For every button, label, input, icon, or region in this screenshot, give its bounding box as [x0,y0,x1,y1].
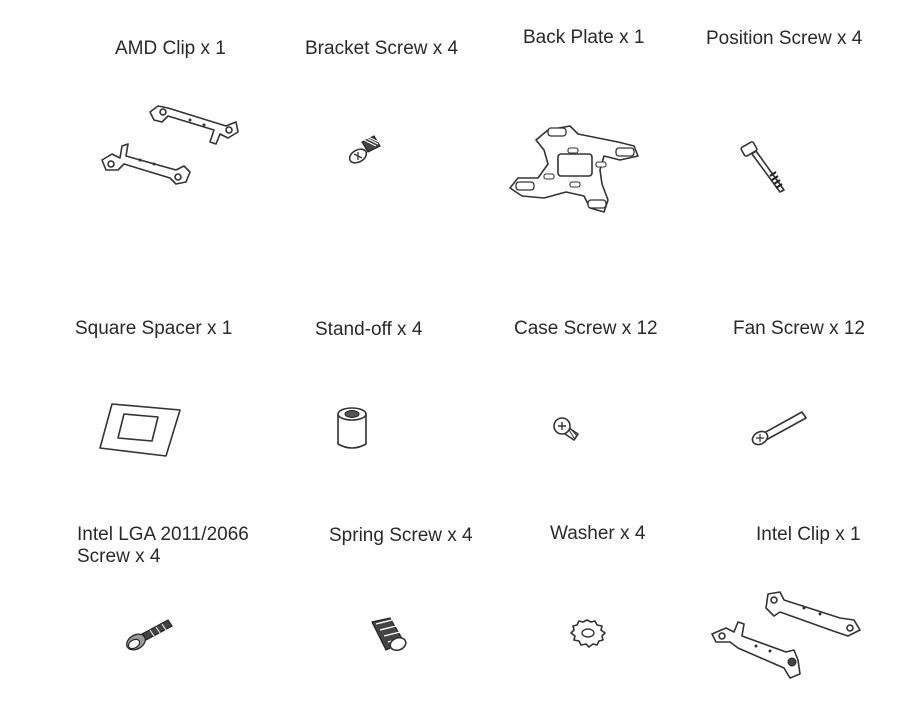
washer-icon [566,616,608,652]
intel-lga-screw-label-line2: Screw x 4 [77,546,161,567]
square-spacer-icon [98,400,182,458]
intel-lga-screw-icon [122,618,174,654]
amd-clip-icon [98,98,243,198]
back-plate-label: Back Plate x 1 [523,27,645,48]
fan-screw-label: Fan Screw x 12 [733,318,865,339]
intel-clip-label: Intel Clip x 1 [756,524,861,545]
washer-label: Washer x 4 [550,523,646,544]
stand-off-icon [334,404,374,452]
case-screw-label: Case Screw x 12 [514,318,658,339]
spring-screw-icon [364,616,408,656]
bracket-screw-icon [346,132,386,168]
back-plate-icon [508,120,643,220]
position-screw-label: Position Screw x 4 [706,28,863,49]
intel-clip-icon [708,590,863,682]
intel-lga-screw-label-line1: Intel LGA 2011/2066 [77,524,249,545]
spring-screw-label: Spring Screw x 4 [329,525,473,546]
stand-off-label: Stand-off x 4 [315,319,423,340]
case-screw-icon [552,414,584,444]
bracket-screw-label: Bracket Screw x 4 [305,38,459,59]
square-spacer-label: Square Spacer x 1 [75,318,233,339]
amd-clip-label: AMD Clip x 1 [115,38,226,59]
position-screw-icon [740,138,790,200]
fan-screw-icon [750,408,810,448]
